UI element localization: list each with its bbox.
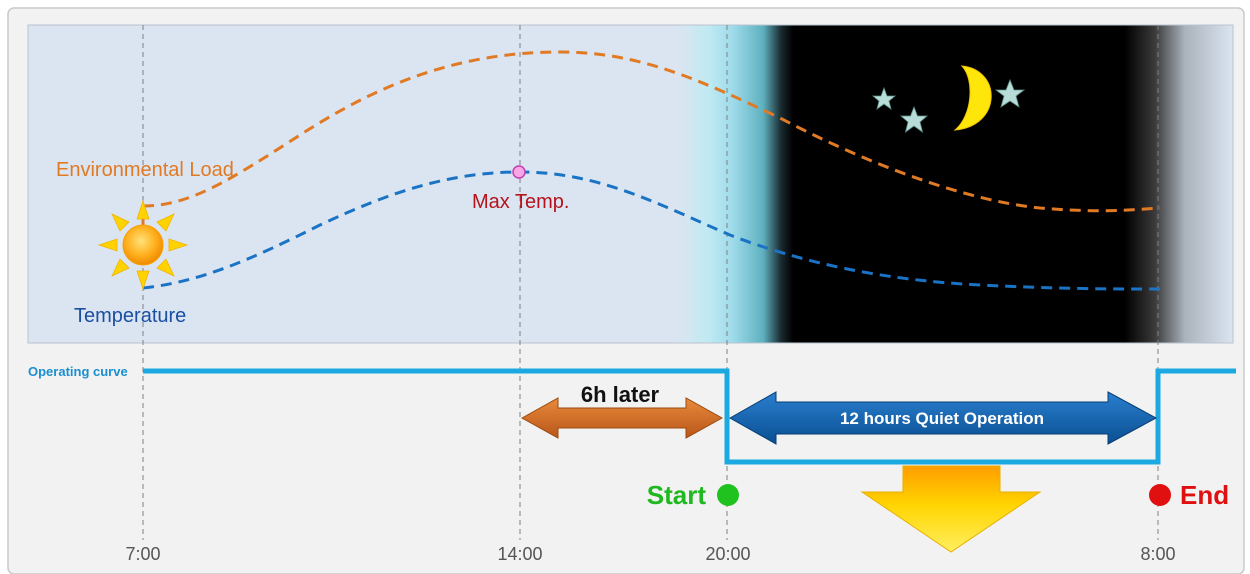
end-label: End: [1180, 480, 1229, 510]
sun-icon: [97, 199, 189, 291]
environmental-load-curve: [142, 50, 1161, 213]
max-temp-marker: [512, 165, 526, 179]
star-icon: [871, 86, 897, 110]
operating-curve-line: [143, 368, 1236, 465]
max-temp-label: Max Temp.: [472, 191, 569, 213]
star-icon: [994, 78, 1026, 108]
sky-panel: [27, 24, 1234, 344]
moon-icon: [953, 65, 992, 131]
start-label: Start: [647, 480, 707, 510]
quiet-operation-arrow: [728, 391, 1158, 445]
star-icon: [899, 105, 929, 133]
temperature-label: Temperature: [74, 305, 186, 327]
time-label-14: 14:00: [497, 544, 542, 564]
time-label-20: 20:00: [705, 544, 750, 564]
six-hours-label: 6h later: [581, 382, 660, 407]
down-arrow-icon: [860, 465, 1042, 553]
environmental-load-label: Environmental Load: [56, 159, 234, 181]
quiet-operation-label: 12 hours Quiet Operation: [840, 409, 1044, 428]
time-label-7: 7:00: [125, 544, 160, 564]
time-label-8: 8:00: [1140, 544, 1175, 564]
operating-curve-label: Operating curve: [28, 364, 128, 379]
start-dot: [717, 484, 739, 506]
six-hours-arrow: [520, 397, 724, 439]
temperature-curve: [142, 170, 1161, 291]
end-dot: [1149, 484, 1171, 506]
time-guides: [142, 25, 1159, 540]
